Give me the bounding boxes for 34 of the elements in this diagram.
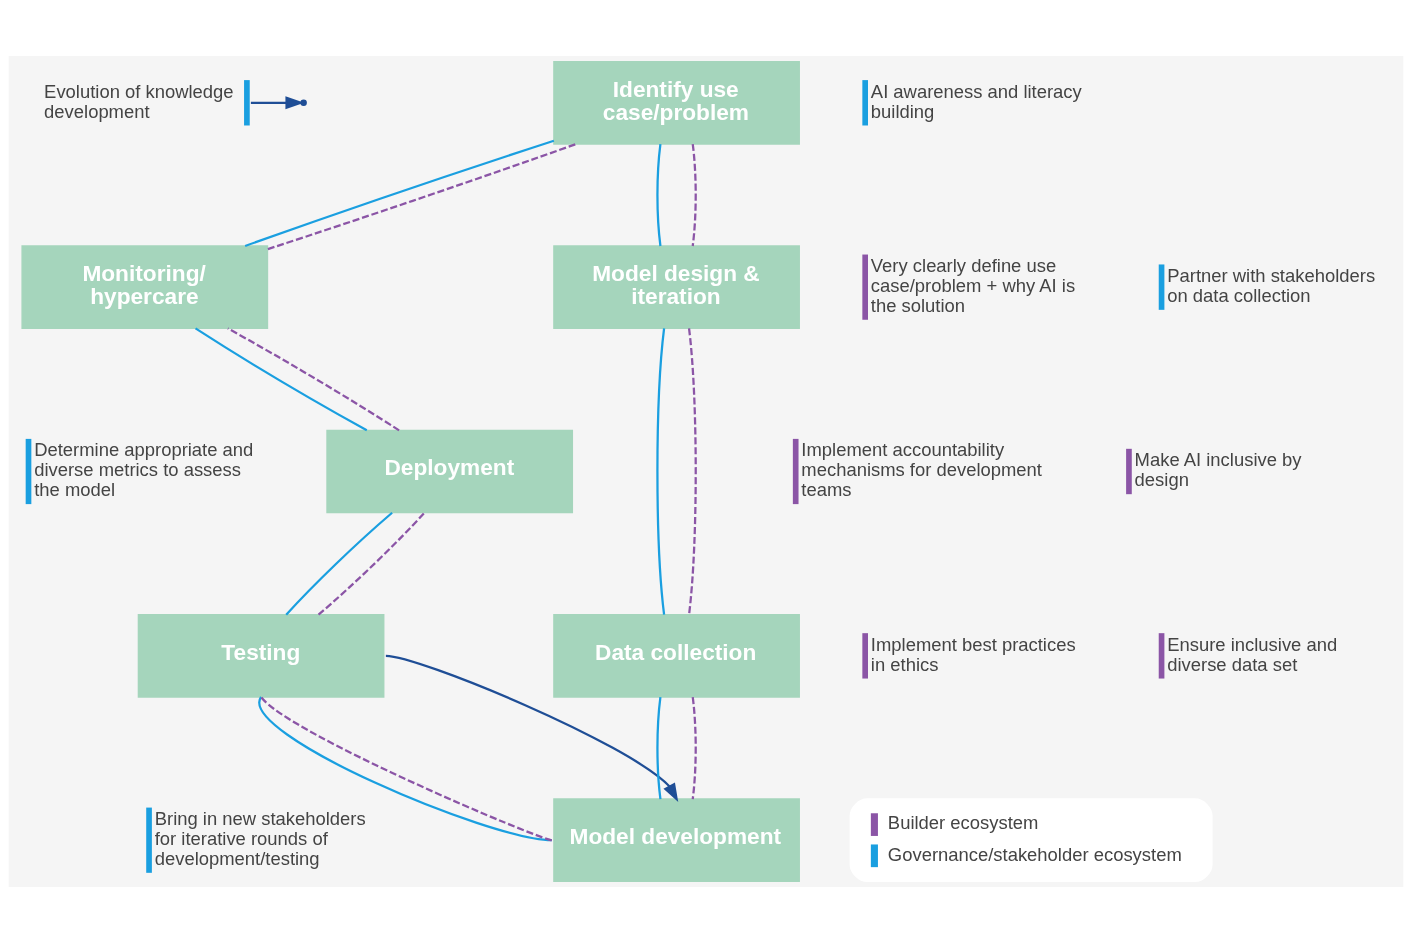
connector <box>691 696 697 800</box>
connector <box>227 327 400 432</box>
node-box: Data collection <box>553 614 800 698</box>
connector <box>687 328 697 615</box>
connector <box>656 328 666 615</box>
node-box: Model design & iteration <box>553 245 800 329</box>
label: Make AI inclusive by design <box>1134 449 1302 491</box>
legend-label: Builder ecosystem <box>887 812 1039 834</box>
connector <box>285 511 393 616</box>
node-box: Monitoring/ hypercare <box>21 245 269 329</box>
node-box: Deployment <box>326 429 574 514</box>
label: Determine appropriate and diverse metrics to assess the model <box>34 439 254 501</box>
label: Partner with stakeholders on data collection <box>1167 265 1376 306</box>
node-box: Identify use case/problem <box>553 60 800 145</box>
label: Bring in new stakeholders for iterative rounds of development/testing <box>154 808 366 869</box>
connector <box>656 143 662 247</box>
connector <box>194 327 368 432</box>
node-box: Model development <box>553 798 800 883</box>
arrow <box>250 96 305 110</box>
connector <box>244 139 555 248</box>
label: AI awareness and literacy building <box>870 80 1082 122</box>
arrow <box>385 654 679 803</box>
connector <box>691 143 697 247</box>
node-box: Testing <box>137 614 385 698</box>
label: Implement best practices in ethics <box>870 633 1076 675</box>
legend-label: Governance/stakeholder ecosystem <box>887 843 1182 865</box>
connector <box>317 512 426 616</box>
connector <box>267 143 577 251</box>
label: Ensure inclusive and diverse data set <box>1167 633 1338 675</box>
node-box <box>244 80 250 126</box>
connector <box>656 696 662 800</box>
label: Very clearly define use case/problem + why AI is the solution <box>870 255 1076 316</box>
label: Implement accountability mechanisms for development teams <box>801 439 1042 501</box>
node-label: Evolution of knowledge development <box>44 80 234 122</box>
